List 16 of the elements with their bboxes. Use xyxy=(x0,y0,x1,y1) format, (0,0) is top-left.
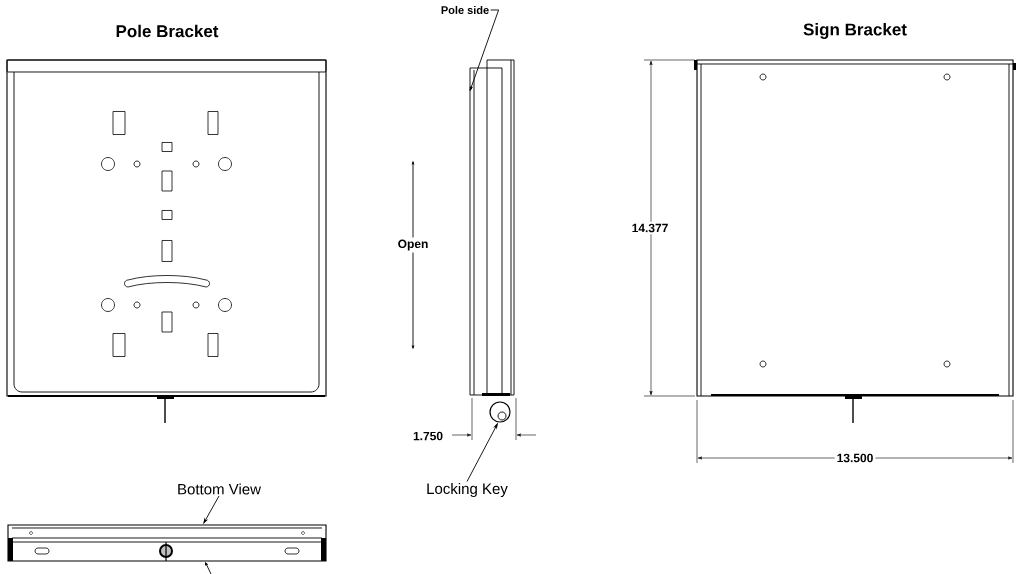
callout-text: Locking Key xyxy=(427,483,508,497)
bottom-view-drawing xyxy=(7,524,327,562)
dimension-label: 14.377 xyxy=(629,221,671,235)
callout-text: Bottom View xyxy=(178,483,261,495)
dimension-label: 1.750 xyxy=(411,429,445,443)
callout-text: Pole side xyxy=(441,5,489,15)
direction-label: Open xyxy=(395,237,431,253)
leader-line xyxy=(469,9,500,91)
locking-key-drawing xyxy=(489,401,511,423)
leader-line xyxy=(205,562,212,574)
drawing-heading: Sign Bracket xyxy=(803,23,907,39)
leader-line xyxy=(203,495,220,524)
drawing-heading: Pole Bracket xyxy=(116,24,219,38)
dimension-label: 13.500 xyxy=(834,451,876,465)
leader-line xyxy=(466,423,498,482)
side-view-drawing xyxy=(469,59,515,396)
